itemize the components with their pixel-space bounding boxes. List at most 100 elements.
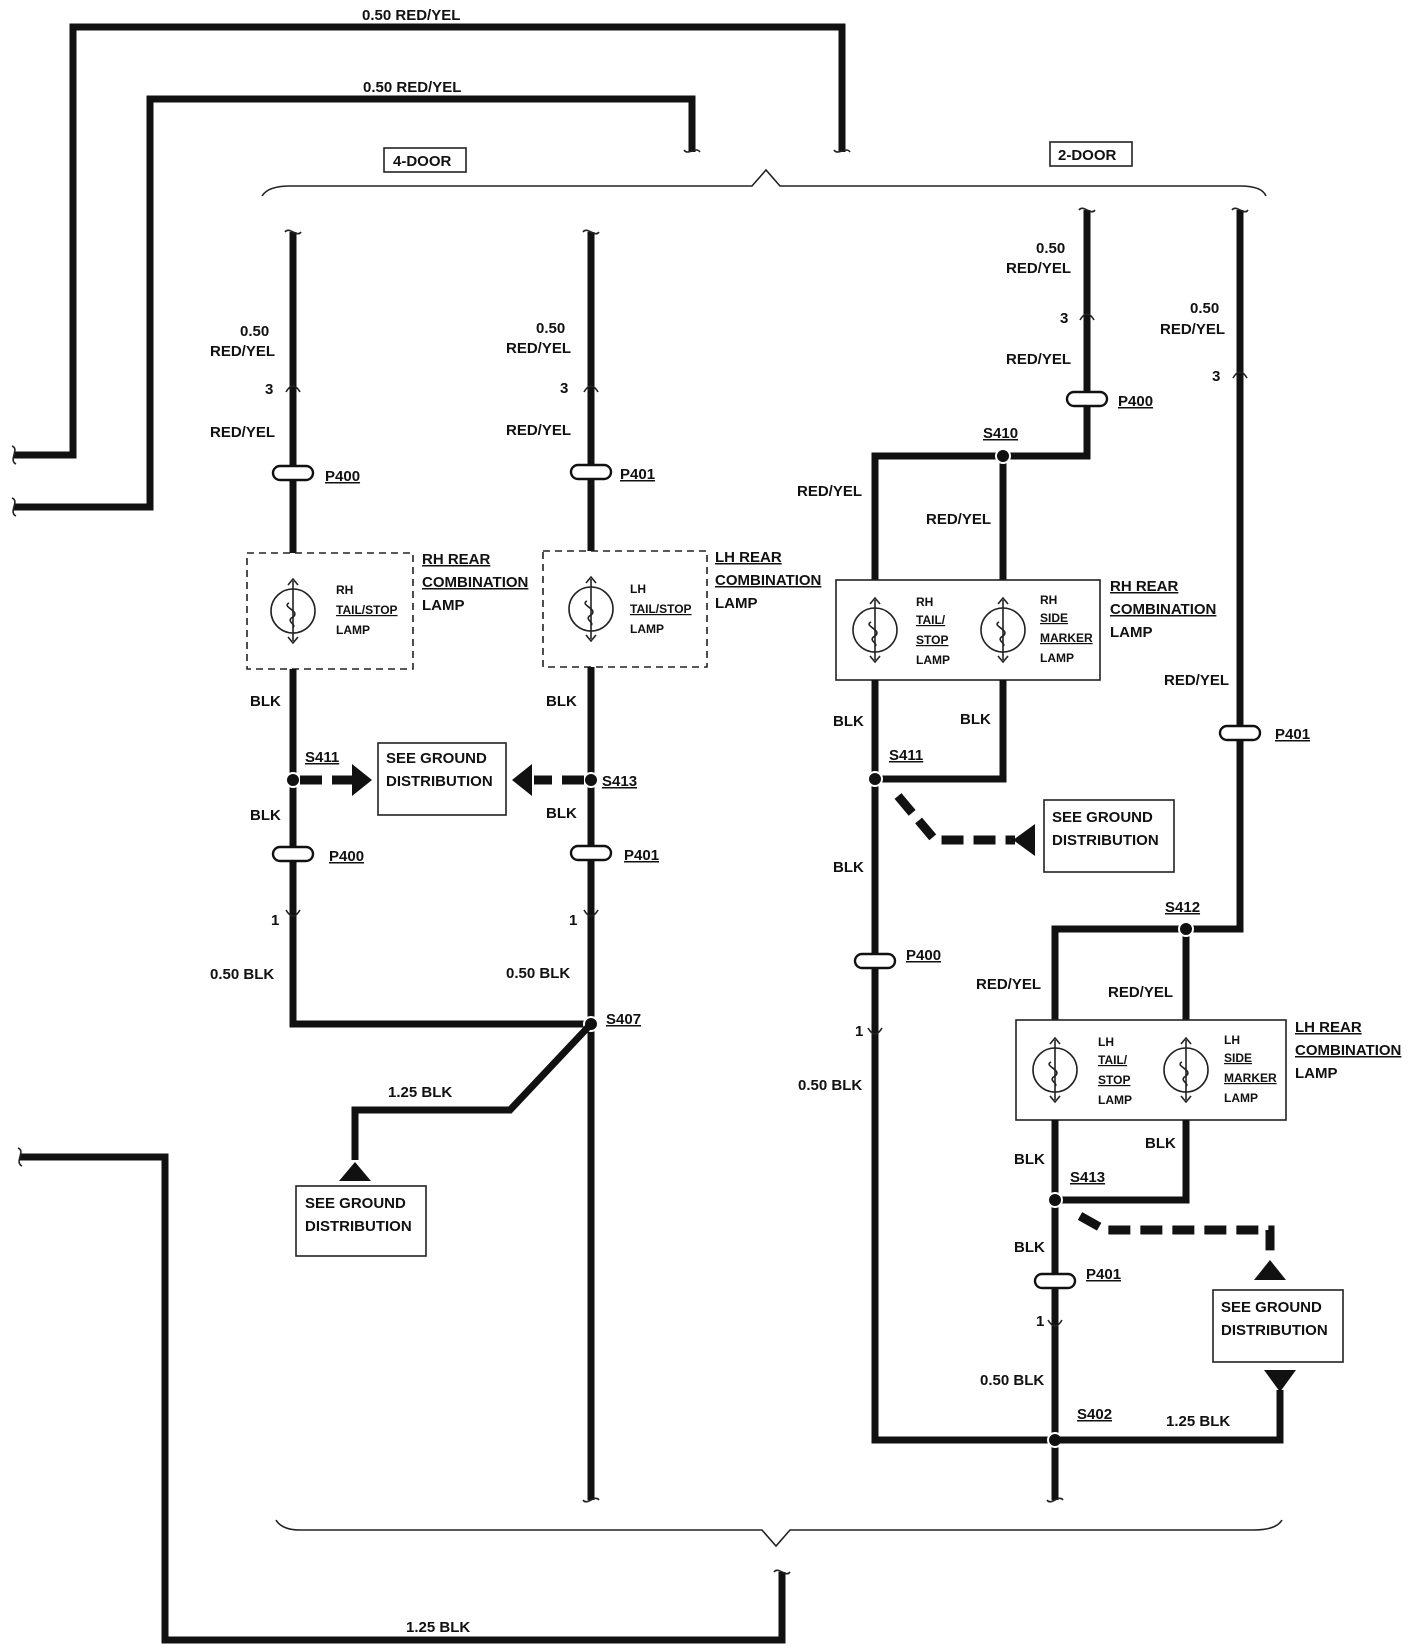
4d-rh-conn-bottom: P400 bbox=[329, 848, 364, 865]
4d-lh-comp-3: LAMP bbox=[715, 595, 758, 612]
two-door-lh-circuit bbox=[1015, 207, 1296, 1503]
2d-lh-side-3: MARKER bbox=[1224, 1071, 1277, 1085]
4d-rh-conn-top: P400 bbox=[325, 468, 360, 485]
4d-lh-color-mid: RED/YEL bbox=[506, 422, 571, 439]
2d-lh-pin-top: 3 bbox=[1212, 368, 1220, 385]
2d-rh-comp-2: COMBINATION bbox=[1110, 601, 1216, 618]
feed-wire-inner-label: 0.50 RED/YEL bbox=[363, 79, 461, 96]
4d-lh-comp-1: LH REAR bbox=[715, 549, 782, 566]
2d-rh-ground-ref-box bbox=[1043, 799, 1175, 873]
2d-rh-gauge: 0.50 bbox=[1036, 240, 1065, 257]
2d-rh-tail-3: STOP bbox=[916, 633, 948, 647]
2d-rh-conn-top: P400 bbox=[1118, 393, 1153, 410]
feed-wire-outer-label: 0.50 RED/YEL bbox=[362, 7, 460, 24]
2d-lh-side-4: LAMP bbox=[1224, 1091, 1258, 1105]
2d-rh-side-4: LAMP bbox=[1040, 651, 1074, 665]
2d-rh-splice-top: S410 bbox=[983, 425, 1018, 442]
2d-lh-ground-ref-2: DISTRIBUTION bbox=[1221, 1322, 1328, 1339]
2d-rh-blk-left: BLK bbox=[833, 713, 864, 730]
four-door-rh-circuit bbox=[246, 229, 591, 1028]
2d-rh-tail-4: LAMP bbox=[916, 653, 950, 667]
two-door-label: 2-DOOR bbox=[1058, 147, 1117, 164]
4d-ground-ref-box-2 bbox=[295, 1185, 427, 1257]
4d-lh-lamp-1: LH bbox=[630, 582, 646, 596]
2d-lh-tail-2: TAIL/ bbox=[1098, 1053, 1128, 1067]
2d-lh-branch-left: RED/YEL bbox=[976, 976, 1041, 993]
2d-rh-comp-3: LAMP bbox=[1110, 624, 1153, 641]
two-door-box bbox=[1049, 141, 1133, 167]
2d-rh-ground-ref-2: DISTRIBUTION bbox=[1052, 832, 1159, 849]
2d-lh-gauge: 0.50 bbox=[1190, 300, 1219, 317]
4d-lh-conn-bottom: P401 bbox=[624, 847, 659, 864]
4d-lh-comp-2: COMBINATION bbox=[715, 572, 821, 589]
2d-lh-common-splice: S402 bbox=[1077, 1406, 1112, 1423]
2d-rh-wire-bottom: 0.50 BLK bbox=[798, 1077, 862, 1094]
two-door-rh-circuit bbox=[835, 207, 1109, 1444]
2d-rh-blk-right: BLK bbox=[960, 711, 991, 728]
four-door-lh-circuit bbox=[339, 229, 708, 1503]
2d-lh-conn-mid: P401 bbox=[1275, 726, 1310, 743]
4d-ground-ref-2-line1: SEE GROUND bbox=[305, 1195, 406, 1212]
2d-lh-color-mid: RED/YEL bbox=[1164, 672, 1229, 689]
4d-lh-pin-bottom: 1 bbox=[569, 912, 577, 929]
2d-rh-splice: S411 bbox=[889, 747, 923, 764]
2d-rh-side-1: RH bbox=[1040, 593, 1057, 607]
2d-rh-color-top: RED/YEL bbox=[1006, 260, 1071, 277]
bottom-ground-wire bbox=[17, 1147, 791, 1644]
4d-lh-splice: S413 bbox=[602, 773, 637, 790]
bottom-wire-label: 1.25 BLK bbox=[406, 1619, 470, 1636]
4d-lh-gauge: 0.50 bbox=[536, 320, 565, 337]
2d-lh-side-2: SIDE bbox=[1224, 1051, 1252, 1065]
2d-lh-comp-1: LH REAR bbox=[1295, 1019, 1362, 1036]
2d-rh-pin-bottom: 1 bbox=[855, 1023, 863, 1040]
2d-rh-ground-ref-1: SEE GROUND bbox=[1052, 809, 1153, 826]
2d-lh-color-top: RED/YEL bbox=[1160, 321, 1225, 338]
4d-rh-gauge: 0.50 bbox=[240, 323, 269, 340]
2d-lh-tail-4: LAMP bbox=[1098, 1093, 1132, 1107]
4d-lh-blk-1: BLK bbox=[546, 693, 577, 710]
4d-lh-conn-top: P401 bbox=[620, 466, 655, 483]
2d-lh-side-1: LH bbox=[1224, 1033, 1240, 1047]
2d-rh-branch-right: RED/YEL bbox=[926, 511, 991, 528]
2d-rh-blk-below: BLK bbox=[833, 859, 864, 876]
4d-rh-pin-bottom: 1 bbox=[271, 912, 279, 929]
2d-lh-tail-3: STOP bbox=[1098, 1073, 1130, 1087]
2d-lh-blk-left: BLK bbox=[1014, 1151, 1045, 1168]
4d-rh-lamp-3: LAMP bbox=[336, 623, 370, 637]
2d-lh-tail-1: LH bbox=[1098, 1035, 1114, 1049]
4d-lh-color-top: RED/YEL bbox=[506, 340, 571, 357]
4d-lh-pin-top: 3 bbox=[560, 380, 568, 397]
4d-rh-pin-top: 3 bbox=[265, 381, 273, 398]
variant-brace-top bbox=[261, 168, 1267, 197]
4d-rh-comp-1: RH REAR bbox=[422, 551, 491, 568]
4d-rh-comp-2: COMBINATION bbox=[422, 574, 528, 591]
2d-lh-comp-3: LAMP bbox=[1295, 1065, 1338, 1082]
4d-lh-wire-bottom: 0.50 BLK bbox=[506, 965, 570, 982]
2d-rh-tail-2: TAIL/ bbox=[916, 613, 946, 627]
2d-lh-conn-bottom: P401 bbox=[1086, 1266, 1121, 1283]
2d-lh-ground-wire: 1.25 BLK bbox=[1166, 1413, 1230, 1430]
4d-lh-lamp-2: TAIL/STOP bbox=[630, 602, 692, 616]
2d-lh-branch-right: RED/YEL bbox=[1108, 984, 1173, 1001]
4d-ground-ref-2-line2: DISTRIBUTION bbox=[305, 1218, 412, 1235]
2d-rh-pin-top: 3 bbox=[1060, 310, 1068, 327]
2d-lh-wire-bottom: 0.50 BLK bbox=[980, 1372, 1044, 1389]
2d-lh-splice-top: S412 bbox=[1165, 899, 1200, 916]
4d-rh-color-mid: RED/YEL bbox=[210, 424, 275, 441]
4d-common-splice: S407 bbox=[606, 1011, 641, 1028]
4d-rh-blk-2: BLK bbox=[250, 807, 281, 824]
4d-rh-lamp-2: TAIL/STOP bbox=[336, 603, 398, 617]
2d-lh-comp-2: COMBINATION bbox=[1295, 1042, 1401, 1059]
4d-ground-ref-1: SEE GROUND bbox=[386, 750, 487, 767]
2d-rh-color-mid: RED/YEL bbox=[1006, 351, 1071, 368]
2d-lh-blk-below: BLK bbox=[1014, 1239, 1045, 1256]
2d-rh-comp-1: RH REAR bbox=[1110, 578, 1179, 595]
4d-rh-comp-3: LAMP bbox=[422, 597, 465, 614]
4d-rh-color-top: RED/YEL bbox=[210, 343, 275, 360]
2d-rh-side-2: SIDE bbox=[1040, 611, 1068, 625]
4d-lh-blk-2: BLK bbox=[546, 805, 577, 822]
2d-rh-branch-left: RED/YEL bbox=[797, 483, 862, 500]
4d-ground-wire: 1.25 BLK bbox=[388, 1084, 452, 1101]
2d-lh-ground-ref-1: SEE GROUND bbox=[1221, 1299, 1322, 1316]
